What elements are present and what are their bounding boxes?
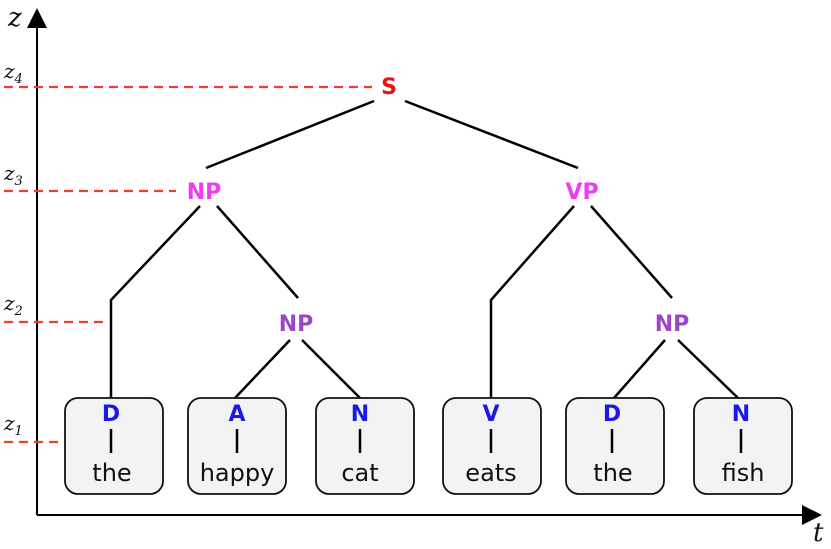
leaf-2: A happy bbox=[187, 397, 287, 495]
level-z2-label: z2 bbox=[3, 291, 23, 319]
edge-npinner-a bbox=[234, 339, 291, 399]
level-z1-label: z1 bbox=[3, 411, 23, 439]
node-np-right-inner: NP bbox=[655, 312, 690, 337]
leaf-word: cat bbox=[341, 459, 378, 487]
leaf-4: V eats bbox=[442, 397, 542, 495]
edge-vp-v bbox=[489, 205, 575, 398]
leaf-6: N fish bbox=[693, 397, 793, 495]
edge-npinner-n bbox=[301, 339, 361, 399]
edge-s-np bbox=[205, 99, 375, 170]
node-np-left-inner: NP bbox=[279, 312, 314, 337]
z-axis-label: z bbox=[7, 3, 22, 33]
edge-vpnp-n bbox=[677, 339, 739, 399]
edge-vpnp-d bbox=[613, 339, 666, 399]
edge-np-d bbox=[109, 205, 201, 398]
node-s: S bbox=[381, 75, 397, 100]
leaf-tag: D bbox=[603, 402, 621, 427]
level-z3-label: z3 bbox=[3, 161, 23, 189]
leaf-tag: N bbox=[732, 402, 750, 427]
leaf-word: the bbox=[92, 459, 131, 487]
leaf-tag: A bbox=[228, 402, 245, 427]
node-vp: VP bbox=[565, 180, 598, 205]
level-z4-label: z4 bbox=[3, 59, 23, 87]
edge-s-vp bbox=[404, 99, 579, 170]
leaf-tag: V bbox=[482, 402, 499, 427]
edge-np-np-inner bbox=[216, 205, 299, 299]
edge-vp-np-inner bbox=[590, 205, 673, 299]
leaf-5: D the bbox=[565, 397, 665, 495]
leaf-word: happy bbox=[200, 459, 275, 487]
leaf-1: D the bbox=[64, 397, 164, 495]
leaf-word: fish bbox=[722, 459, 765, 487]
leaf-word: the bbox=[593, 459, 632, 487]
t-axis-label: t bbox=[813, 518, 824, 548]
leaf-3: N cat bbox=[315, 397, 415, 495]
leaf-word: eats bbox=[465, 459, 516, 487]
leaf-tag: N bbox=[351, 402, 369, 427]
leaf-tag: D bbox=[102, 402, 120, 427]
node-np-left: NP bbox=[187, 180, 222, 205]
